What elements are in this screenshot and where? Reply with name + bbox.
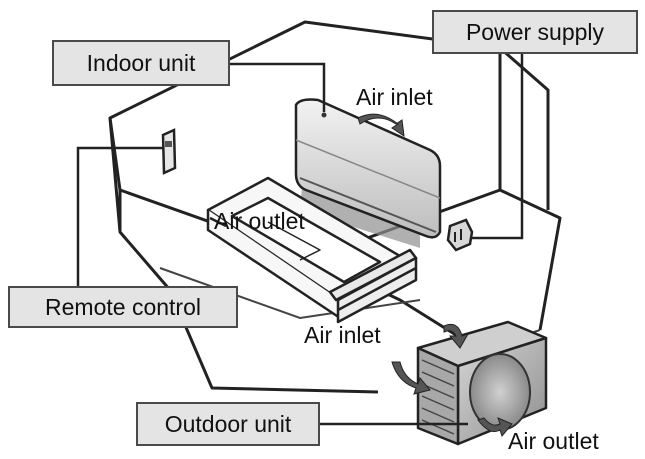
outdoor-unit-label: Outdoor unit [136,402,320,446]
air-outlet-outdoor-label: Air outlet [508,430,599,453]
air-outlet-bed-label: Air outlet [214,210,305,233]
air-inlet-top-label: Air inlet [356,86,433,109]
remote-control-icon [163,130,175,173]
power-supply-label: Power supply [432,10,638,54]
remote-control-label: Remote control [8,286,238,328]
remote-control-text: Remote control [45,296,201,319]
indoor-unit-text: Indoor unit [87,52,196,75]
power-supply-leader [470,52,522,238]
outdoor-condenser-icon [418,322,546,444]
outdoor-unit-text: Outdoor unit [165,413,292,436]
power-socket-icon [448,220,472,250]
power-supply-text: Power supply [466,21,604,44]
air-inlet-bottom-label: Air inlet [304,324,381,347]
indoor-unit-label: Indoor unit [52,40,230,86]
